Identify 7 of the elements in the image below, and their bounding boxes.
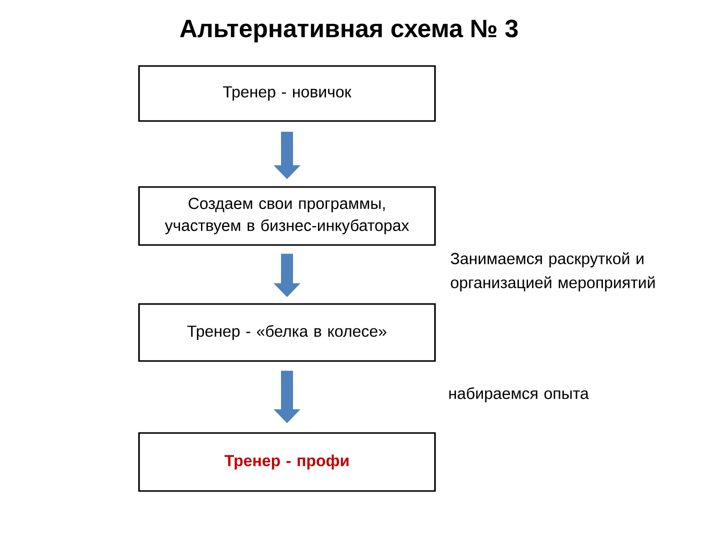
title: Альтернативная схема № 3 (180, 20, 518, 42)
side-note: набираемся опыта (449, 387, 589, 402)
process-box: Тренер - «белка в колесе» (138, 303, 436, 362)
process-box: Тренер - новичок (138, 65, 436, 122)
process-box: Создаем свои программы, участвуем в бизнес-инкубаторах (138, 186, 436, 246)
side-note: Занимаемся раскруткой и организацией мероприятий (450, 252, 655, 292)
process-box: Тренер - профи (138, 432, 436, 492)
